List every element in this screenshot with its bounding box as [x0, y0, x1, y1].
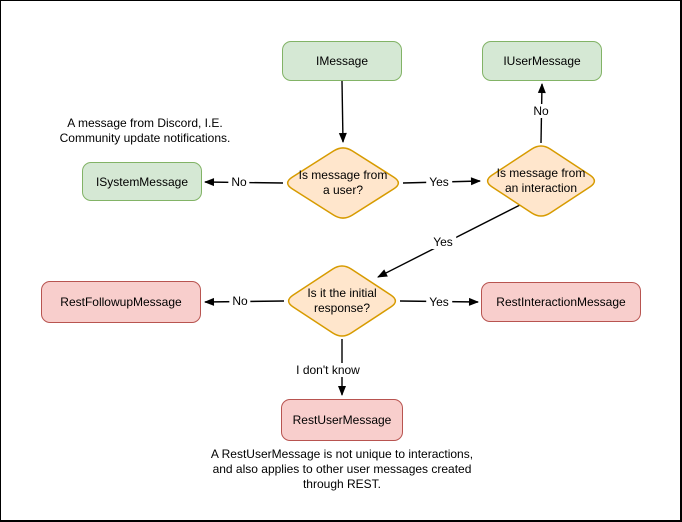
edge-label-user-no: No [228, 175, 250, 189]
note-restusermessage-line3: through REST. [302, 477, 382, 491]
note-system-message-line1: A message from Discord, I.E. [67, 116, 223, 130]
decision-from-interaction-diamond [486, 145, 596, 217]
node-imessage: IMessage [282, 41, 402, 81]
edge-label-interaction-no: No [530, 104, 552, 118]
edge-label-interaction-yes: Yes [430, 235, 456, 249]
decision-initial-response-diamond [287, 265, 397, 337]
edge-label-user-yes: Yes [426, 175, 452, 189]
note-restusermessage-line1: A RestUserMessage is not unique to inter… [210, 447, 474, 461]
note-restusermessage: A RestUserMessage is not unique to inter… [182, 447, 502, 492]
edge-label-initial-yes: Yes [426, 295, 452, 309]
note-restusermessage-line2: and also applies to other user messages … [212, 462, 472, 476]
node-iusermessage: IUserMessage [482, 41, 602, 81]
node-restinteractionmessage: RestInteractionMessage [481, 282, 641, 322]
edge-label-initial-unknown: I don't know [293, 363, 363, 377]
edge-label-initial-no: No [229, 294, 251, 308]
node-restusermessage: RestUserMessage [281, 399, 403, 441]
note-system-message: A message from Discord, I.E. Community u… [39, 116, 251, 146]
node-restfollowupmessage: RestFollowupMessage [41, 281, 201, 323]
edge-imessage-to-user-decision [338, 80, 347, 143]
node-isystemmessage: ISystemMessage [82, 162, 202, 201]
decision-from-user-diamond [286, 147, 400, 219]
note-system-message-line2: Community update notifications. [59, 131, 231, 145]
